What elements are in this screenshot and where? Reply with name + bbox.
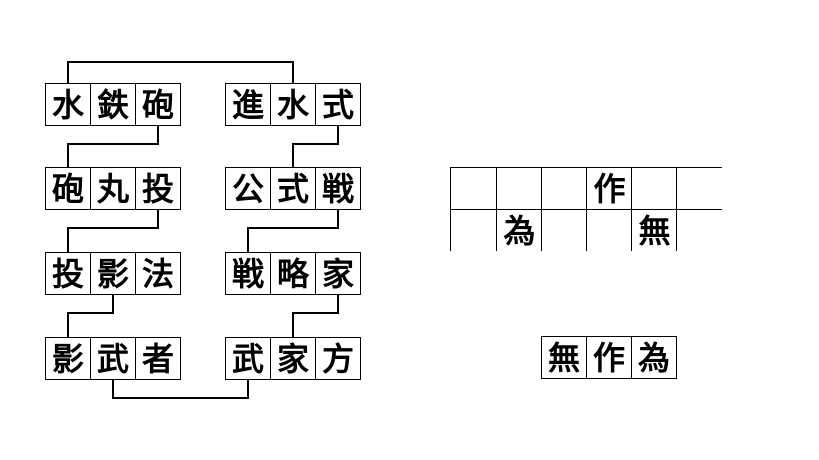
kanji-cell: 投 <box>135 168 180 209</box>
kanji-cell: 式 <box>270 168 315 209</box>
answer-kanji-cell: 作 <box>586 337 631 378</box>
word-box-shinsui-shiki: 進水式 <box>225 83 361 126</box>
kanji-cell: 方 <box>315 338 360 379</box>
connector-line-家 <box>292 295 339 337</box>
connector-line-戦 <box>247 210 339 252</box>
kanji-cell: 丸 <box>90 168 135 209</box>
kanji-cell: 武 <box>226 338 270 379</box>
grid-empty-cell[interactable] <box>631 168 677 209</box>
grid-empty-cell[interactable] <box>586 209 632 251</box>
kanji-cell: 水 <box>46 84 90 125</box>
kanji-cell: 家 <box>270 338 315 379</box>
answer-word-box: 無作為 <box>541 336 677 379</box>
word-box-hougan-nage: 砲丸投 <box>45 167 181 210</box>
word-box-kage-musha: 影武者 <box>45 337 181 380</box>
word-box-buke-gata: 武家方 <box>225 337 361 380</box>
grid-empty-cell[interactable] <box>451 209 496 251</box>
grid-hint-cell: 無 <box>631 209 677 251</box>
kanji-cell: 武 <box>90 338 135 379</box>
connector-line-投 <box>67 210 159 252</box>
word-box-senryaku-ka: 戦略家 <box>225 252 361 295</box>
connector-line-武 <box>112 380 249 399</box>
grid-empty-cell[interactable] <box>541 209 587 251</box>
grid-empty-cell[interactable] <box>676 209 722 251</box>
kanji-cell: 砲 <box>135 84 180 125</box>
kanji-cell: 公 <box>226 168 270 209</box>
grid-empty-cell[interactable] <box>496 168 542 209</box>
connector-line-水 <box>67 61 294 83</box>
grid-empty-cell[interactable] <box>541 168 587 209</box>
answer-kanji-cell: 無 <box>542 337 586 378</box>
connector-line-式 <box>292 126 339 167</box>
grid-empty-cell[interactable] <box>676 168 722 209</box>
word-box-mizu-deppou: 水鉄砲 <box>45 83 181 126</box>
kanji-cell: 者 <box>135 338 180 379</box>
kanji-cell: 戦 <box>315 168 360 209</box>
kanji-cell: 影 <box>46 338 90 379</box>
kanji-cell: 投 <box>46 253 90 294</box>
kanji-cell: 式 <box>315 84 360 125</box>
grid-empty-cell[interactable] <box>451 168 496 209</box>
word-box-touei-hou: 投影法 <box>45 252 181 295</box>
kanji-cell: 略 <box>270 253 315 294</box>
kanji-cell: 法 <box>135 253 180 294</box>
kanji-cell: 水 <box>270 84 315 125</box>
answer-kanji-cell: 為 <box>631 337 676 378</box>
kanji-cell: 鉄 <box>90 84 135 125</box>
kanji-cell: 戦 <box>226 253 270 294</box>
grid-hint-cell: 為 <box>496 209 542 251</box>
kanji-cell: 砲 <box>46 168 90 209</box>
kanji-cell: 家 <box>315 253 360 294</box>
kanji-cell: 影 <box>90 253 135 294</box>
kanji-cell: 進 <box>226 84 270 125</box>
connector-line-砲 <box>67 126 159 167</box>
answer-grid: 作為 無 <box>450 167 722 251</box>
word-box-koushiki-sen: 公式戦 <box>225 167 361 210</box>
connector-line-影 <box>67 295 114 337</box>
grid-hint-cell: 作 <box>586 168 632 209</box>
